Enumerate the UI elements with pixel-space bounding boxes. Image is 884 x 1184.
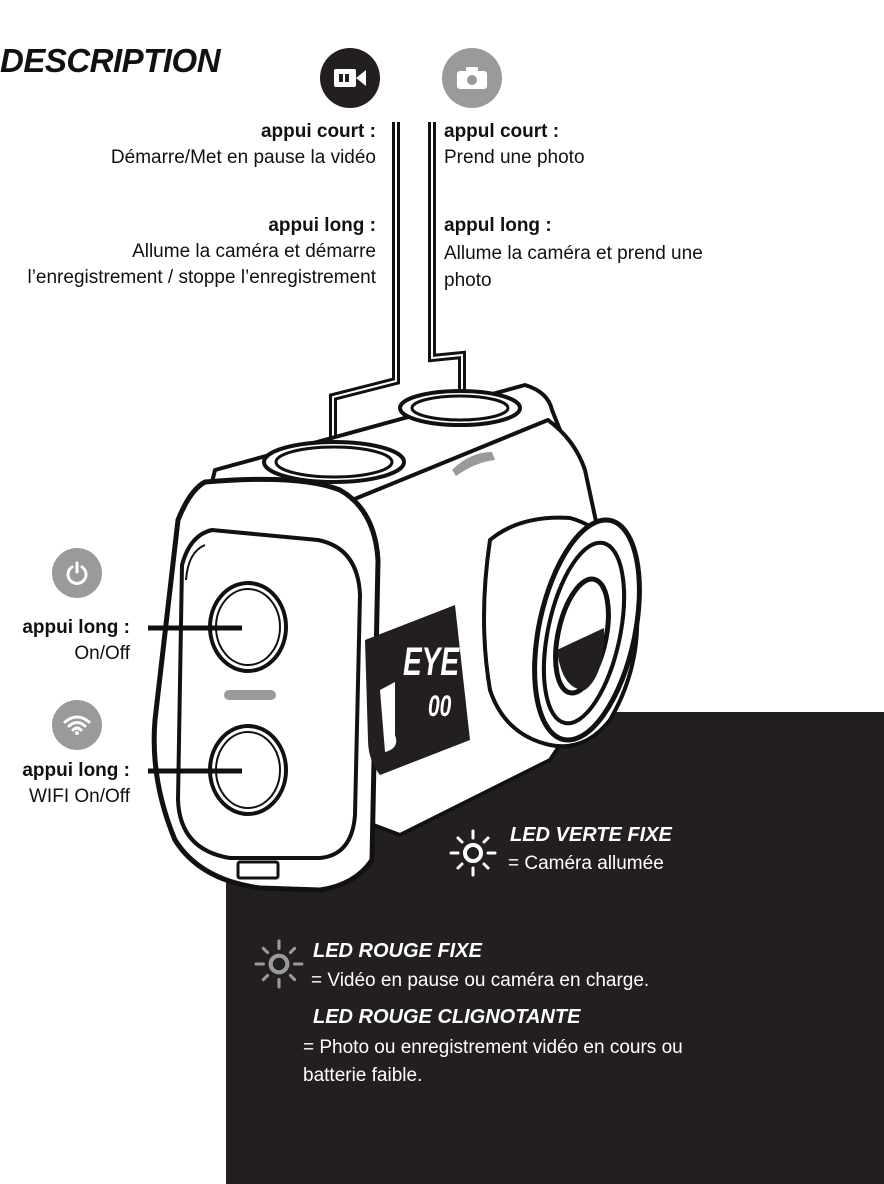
photo-camera-icon	[442, 48, 502, 108]
photo-leader-line-inner	[431, 122, 463, 405]
photo-long-label: appul long :	[444, 215, 552, 236]
video-leader-line-inner	[332, 122, 397, 462]
brand-eye: EYE	[403, 640, 460, 684]
page-title: DESCRIPTION	[0, 42, 221, 79]
wifi-label: appui long :	[22, 760, 130, 781]
power-label: appui long :	[22, 617, 130, 638]
front-led-strip	[224, 690, 276, 700]
photo-short-desc: Prend une photo	[444, 147, 585, 168]
power-desc: On/Off	[74, 643, 130, 664]
video-long-desc-1: Allume la caméra et démarre	[132, 241, 376, 262]
led-green-desc: = Caméra allumée	[508, 853, 664, 874]
led-red-blink-desc-1: = Photo ou enregistrement vidéo en cours…	[303, 1037, 683, 1058]
video-camera-icon	[320, 48, 380, 108]
led-red-fixed-desc: = Vidéo en pause ou caméra en charge.	[311, 970, 650, 991]
led-green-title: LED VERTE FIXE	[510, 824, 672, 846]
power-icon	[52, 548, 102, 598]
wifi-icon	[52, 700, 102, 750]
led-green-icon	[448, 828, 498, 878]
photo-long-desc-1: Allume la caméra et prend une	[444, 243, 703, 264]
video-short-desc: Démarre/Met en pause la vidéo	[110, 147, 376, 168]
video-long-desc-2: l’enregistrement / stoppe l’enregistreme…	[27, 267, 376, 288]
brand-number: 00	[428, 690, 452, 723]
led-red-fixed-title: LED ROUGE FIXE	[313, 940, 482, 962]
photo-long-desc-2: photo	[444, 270, 492, 291]
led-red-blink-desc-2: batterie faible.	[303, 1065, 423, 1086]
top-led	[452, 452, 495, 476]
video-short-label: appui court :	[260, 121, 376, 142]
video-leader-line	[329, 122, 400, 462]
usb-port	[236, 860, 280, 880]
led-red-blink-title: LED ROUGE CLIGNOTANTE	[313, 1006, 581, 1028]
lens-shadow	[557, 628, 605, 690]
wifi-desc: WIFI On/Off	[29, 786, 130, 807]
led-red-icon	[253, 938, 305, 990]
photo-short-label: appul court :	[444, 121, 560, 142]
video-long-label: appui long :	[268, 215, 376, 236]
photo-leader-line	[428, 122, 466, 405]
